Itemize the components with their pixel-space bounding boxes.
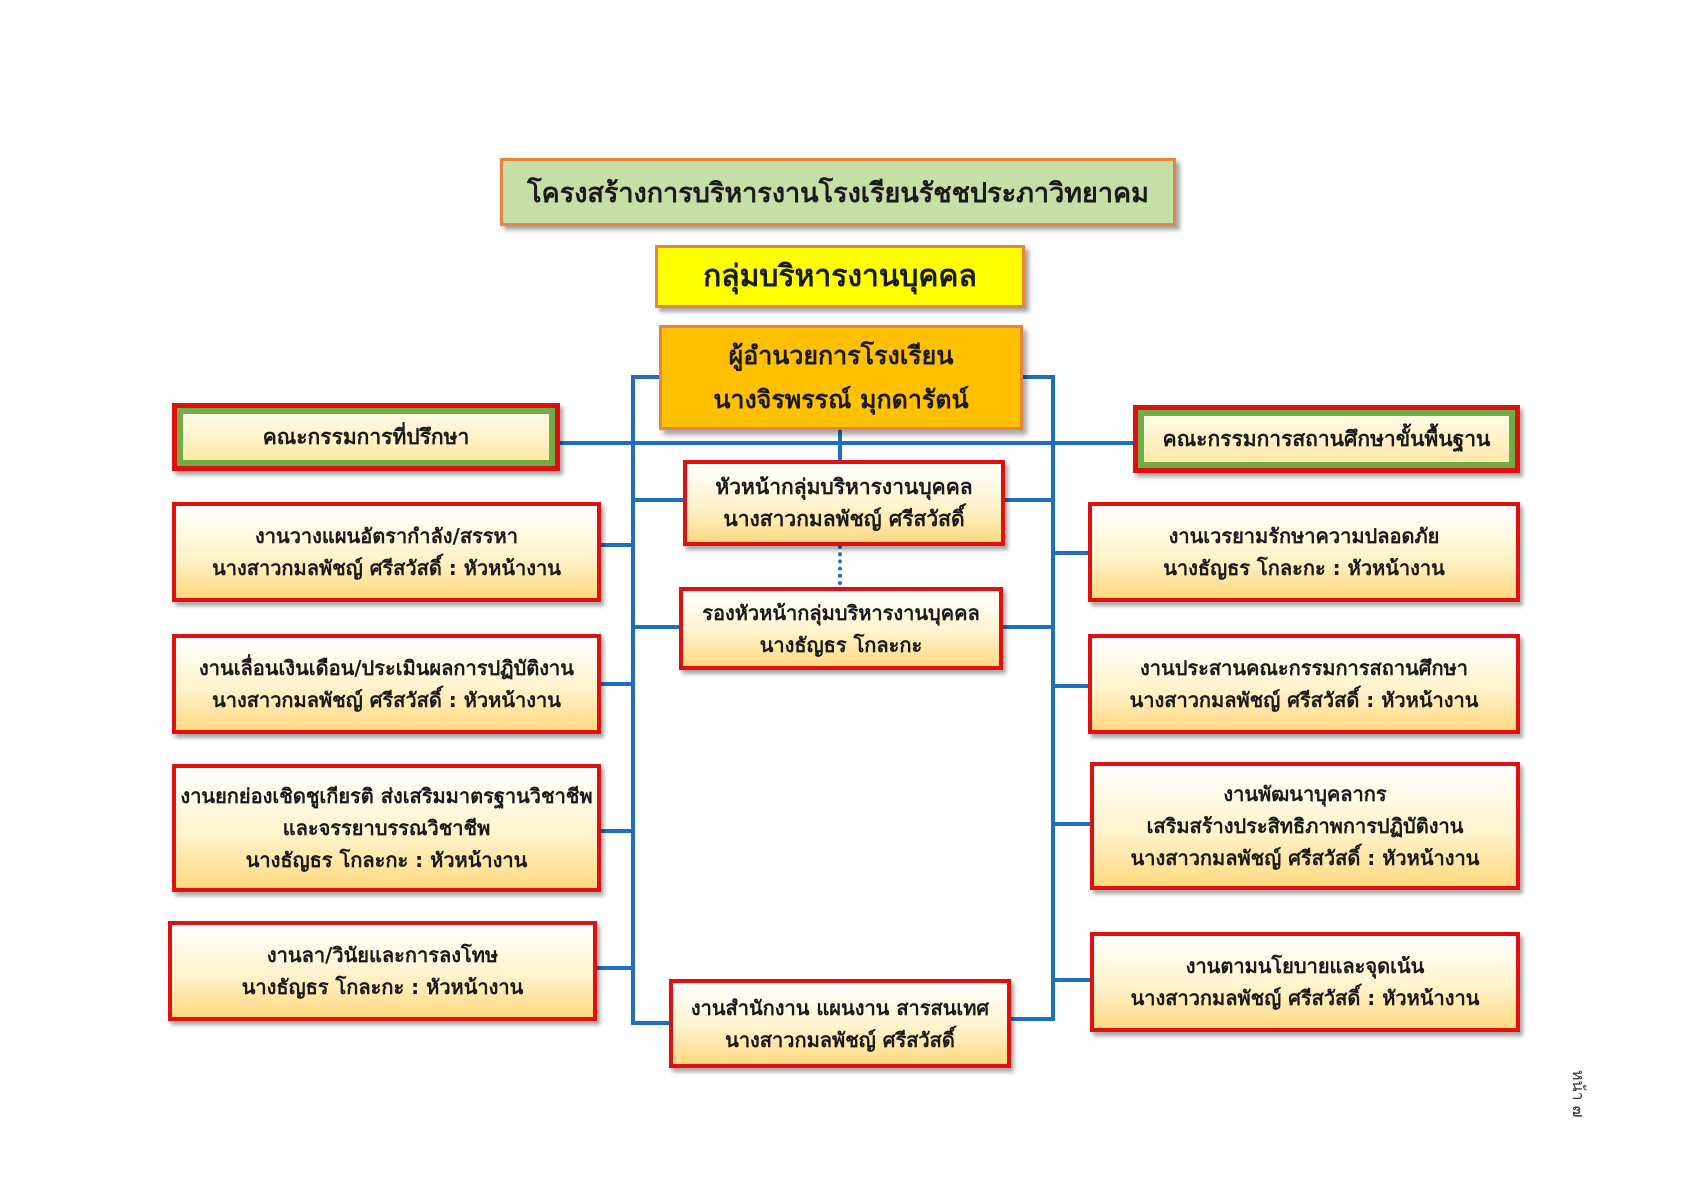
unit-line: นางธัญธร โกละกะ : หัวหน้างาน [245,848,528,872]
unit-line: งานพัฒนาบุคลากร [1223,782,1387,806]
unit-line: งานตามนโยบายและจุดเน้น [1185,954,1425,978]
deputy-box: รองหัวหน้ากลุ่มบริหารงานบุคคล นางธัญธร โ… [679,587,1003,670]
left-bus-line [631,375,635,1025]
unit-line: งานลา/วินัยและการลงโทษ [266,943,499,967]
head-right-connector [1005,498,1053,502]
left-unit: งานลา/วินัยและการลงโทษ นางธัญธร โกละกะ :… [168,921,597,1021]
left-unit-1-connector [601,543,633,547]
advisory-committee-box: คณะกรรมการที่ปรึกษา [172,403,560,471]
unit-line: และจรรยาบรรณวิชาชีพ [282,816,491,840]
director-head-connector [838,430,842,460]
page-number: หน้า ๗ [1569,1070,1588,1118]
deputy-role: รองหัวหน้ากลุ่มบริหารงานบุคคล [702,600,980,625]
basic-education-committee-box: คณะกรรมการสถานศึกษาขั้นพื้นฐาน [1133,405,1520,473]
unit-line: งานเลื่อนเงินเดือน/ประเมินผลการปฏิบัติงา… [199,656,574,680]
deputy-left-connector [633,625,679,629]
right-unit: งานตามนโยบายและจุดเน้น นางสาวกมลพัชญ์ ศร… [1090,932,1520,1032]
left-unit: งานวางแผนอัตรากำลัง/สรรหา นางสาวกมลพัชญ์… [172,502,601,602]
head-box: หัวหน้ากลุ่มบริหารงานบุคคล นางสาวกมลพัชญ… [683,460,1005,546]
unit-line: งานเวรยามรักษาความปลอดภัย [1168,524,1440,548]
unit-line: นางสาวกมลพัชญ์ ศรีสวัสดิ์ : หัวหน้างาน [1129,688,1479,712]
right-unit: งานเวรยามรักษาความปลอดภัย นางธัญธร โกละก… [1088,502,1520,602]
head-name: นางสาวกมลพัชญ์ ศรีสวัสดิ์ [723,507,965,531]
director-right-connector [1023,375,1053,379]
unit-line: งานยกย่องเชิดชูเกียรติ ส่งเสริมมาตรฐานวิ… [180,784,593,808]
office-left-connector [633,1021,669,1025]
right-unit-2-connector [1053,684,1088,688]
basic-education-committee-text: คณะกรรมการสถานศึกษาขั้นพื้นฐาน [1162,426,1491,451]
right-unit-3-connector [1053,822,1090,826]
left-unit-2-connector [601,682,633,686]
unit-line: นางสาวกมลพัชญ์ ศรีสวัสดิ์ : หัวหน้างาน [1130,986,1480,1010]
unit-line: นางธัญธร โกละกะ : หัวหน้างาน [241,975,524,999]
left-unit-3-connector [601,829,633,833]
unit-line: นางสาวกมลพัชญ์ ศรีสวัสดิ์ : หัวหน้างาน [212,556,561,580]
unit-line: งานประสานคณะกรรมการสถานศึกษา [1140,656,1468,680]
head-deputy-dotted-connector [838,545,842,585]
office-box: งานสำนักงาน แผนงาน สารสนเทศ นางสาวกมลพัช… [669,979,1011,1068]
deputy-right-connector [1003,625,1053,629]
office-right-connector [1011,1017,1053,1021]
head-role: หัวหน้ากลุ่มบริหารงานบุคคล [715,475,973,499]
chart-title: โครงสร้างการบริหารงานโรงเรียนรัชชประภาวิ… [500,158,1176,226]
director-box: ผู้อำนวยการโรงเรียน นางจิรพรรณ์ มุกดารัต… [659,325,1023,430]
office-role: งานสำนักงาน แผนงาน สารสนเทศ [690,995,990,1020]
director-left-connector [631,375,661,379]
director-role: ผู้อำนวยการโรงเรียน [728,340,954,370]
right-unit-4-connector [1053,978,1090,982]
chart-title-text: โครงสร้างการบริหารงานโรงเรียนรัชชประภาวิ… [527,177,1149,209]
unit-line: นางสาวกมลพัชญ์ ศรีสวัสดิ์ : หัวหน้างาน [212,688,561,712]
left-unit: งานเลื่อนเงินเดือน/ประเมินผลการปฏิบัติงา… [172,634,601,734]
unit-line: นางธัญธร โกละกะ : หัวหน้างาน [1163,556,1445,580]
head-left-connector [633,498,683,502]
right-unit: งานประสานคณะกรรมการสถานศึกษา นางสาวกมลพั… [1088,634,1520,734]
right-unit: งานพัฒนาบุคลากร เสริมสร้างประสิทธิภาพการ… [1090,762,1520,890]
left-unit: งานยกย่องเชิดชูเกียรติ ส่งเสริมมาตรฐานวิ… [172,764,601,892]
unit-line: งานวางแผนอัตรากำลัง/สรรหา [255,524,518,548]
right-bus-line [1051,375,1055,1021]
deputy-name: นางธัญธร โกละกะ [759,632,923,657]
right-unit-1-connector [1053,551,1088,555]
committee-horizontal-line [560,441,1133,445]
unit-line: เสริมสร้างประสิทธิภาพการปฏิบัติงาน [1146,814,1464,838]
office-name: นางสาวกมลพัชญ์ ศรีสวัสดิ์ [725,1027,955,1052]
group-label: กลุ่มบริหารงานบุคคล [655,245,1025,308]
unit-line: นางสาวกมลพัชญ์ ศรีสวัสดิ์ : หัวหน้างาน [1130,846,1480,870]
group-label-text: กลุ่มบริหารงานบุคคล [703,259,977,294]
director-name: นางจิรพรรณ์ มุกดารัตน์ [713,384,969,414]
advisory-committee-text: คณะกรรมการที่ปรึกษา [262,424,470,449]
left-unit-4-connector [597,966,633,970]
